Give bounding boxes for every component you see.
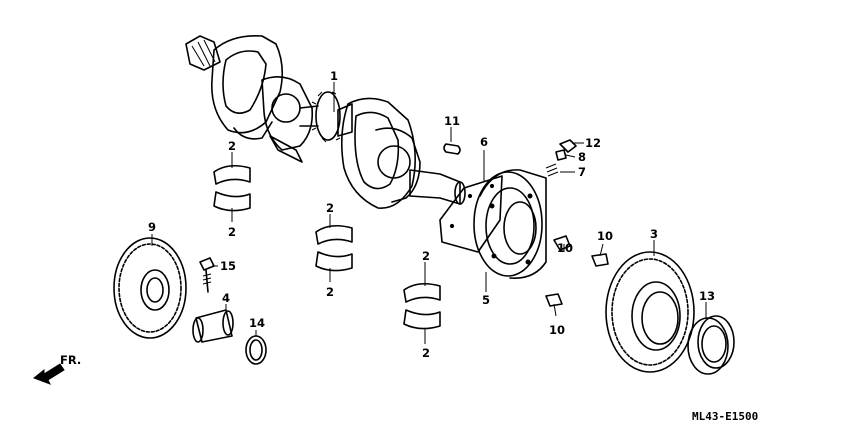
oil-seal	[687, 315, 735, 375]
label-part-5: 5	[482, 293, 490, 307]
label-part-13: 13	[699, 289, 715, 303]
label-part-8: 8	[578, 150, 586, 164]
label-part-2: 2	[422, 249, 430, 263]
label-part-2: 2	[228, 225, 236, 239]
label-part-1: 1	[330, 69, 338, 83]
label-part-2: 2	[326, 285, 334, 299]
label-part-14: 14	[249, 316, 265, 330]
spring-cap-pin-set	[545, 139, 577, 177]
driven-gear	[605, 251, 695, 373]
label-part-10: 10	[549, 323, 565, 337]
label-part-6: 6	[480, 135, 488, 149]
label-part-4: 4	[222, 291, 230, 305]
direction-label: FR.	[60, 353, 81, 367]
label-part-11: 11	[444, 114, 460, 128]
label-part-15: 15	[220, 259, 236, 273]
bearing-shells	[213, 164, 441, 330]
label-part-2: 2	[228, 139, 236, 153]
label-part-12: 12	[585, 136, 601, 150]
primary-drive-gear	[113, 237, 187, 339]
label-part-7: 7	[578, 165, 586, 179]
front-direction-arrow	[33, 363, 65, 385]
damper-housing	[439, 169, 547, 279]
label-part-10: 10	[597, 229, 613, 243]
pin-and-clip	[192, 309, 267, 365]
label-part-2: 2	[422, 346, 430, 360]
crankshaft	[185, 34, 466, 209]
bolts-10	[545, 235, 609, 307]
part-labels: 1 2 2 2 2 2 2 2 2 3 4 5 6 7 8 9 10 10 10…	[148, 69, 715, 360]
label-part-3: 3	[650, 227, 658, 241]
diagram-code: ML43-E1500	[692, 410, 758, 423]
bolt-15	[199, 257, 215, 293]
label-part-9: 9	[148, 220, 156, 234]
label-part-10: 10	[557, 241, 573, 255]
label-part-2: 2	[326, 201, 334, 215]
leader-lines	[151, 82, 707, 344]
